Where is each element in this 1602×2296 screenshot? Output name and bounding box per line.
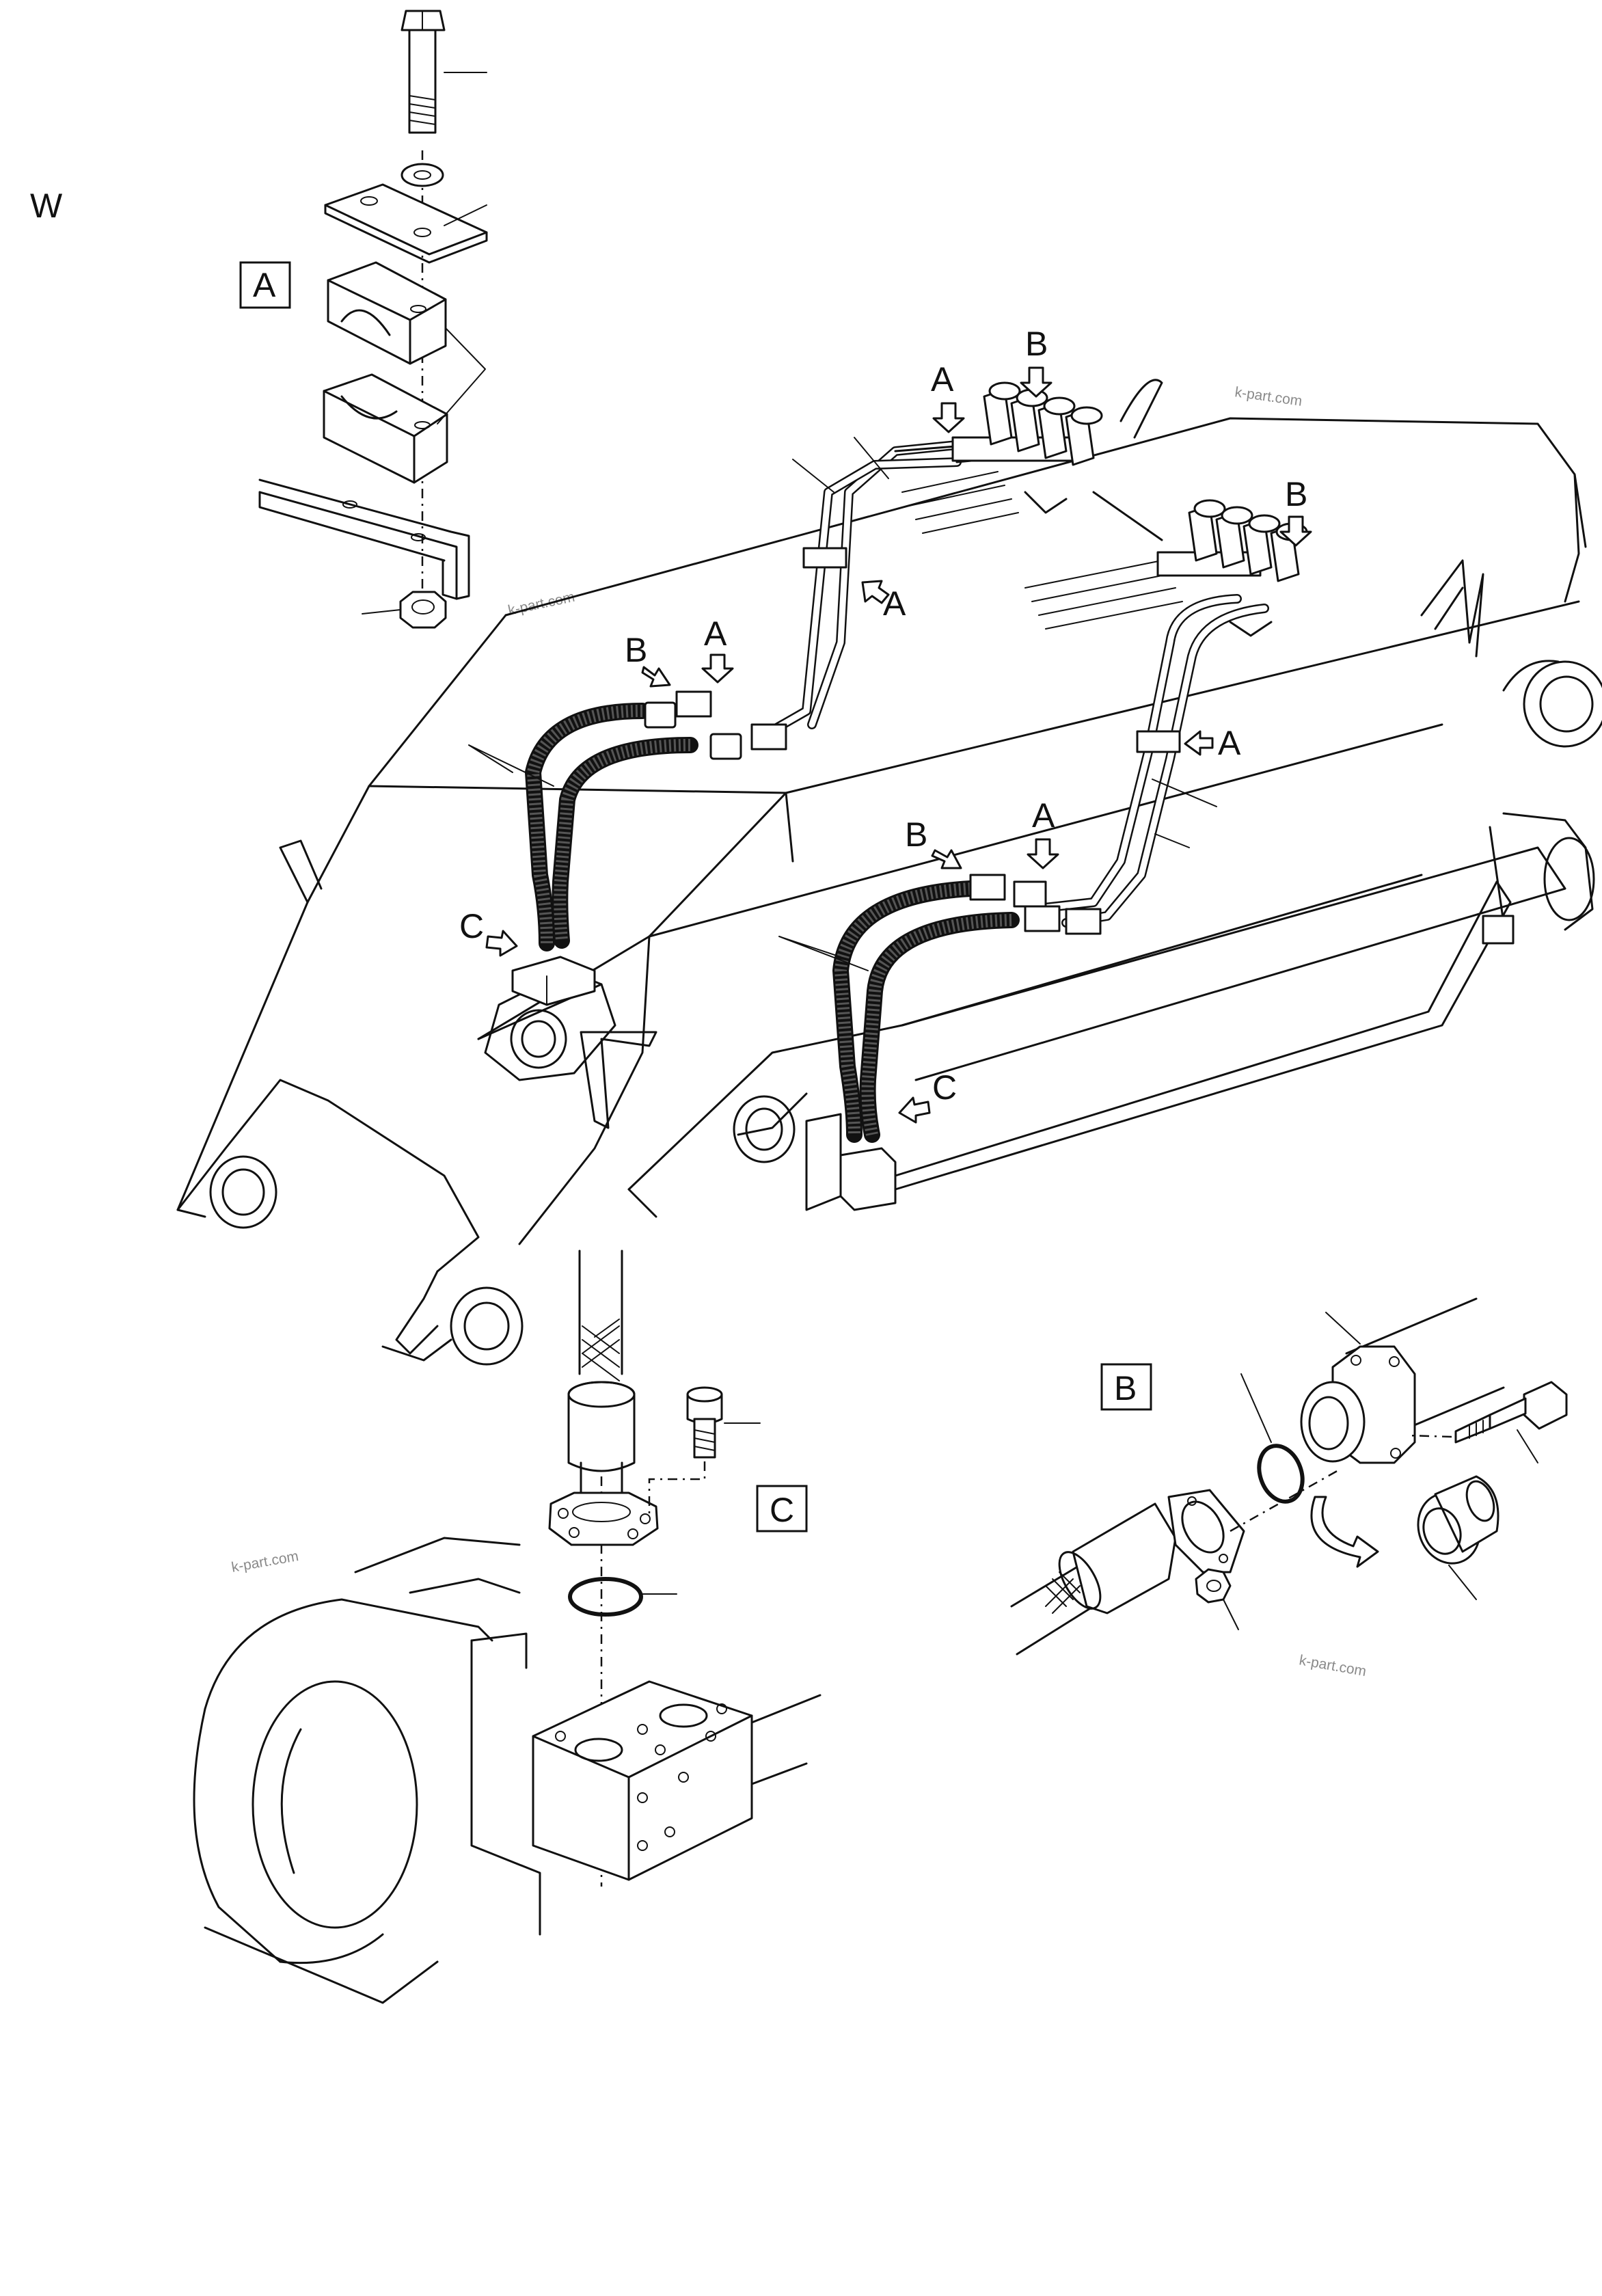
hose-fitting <box>709 733 742 760</box>
o-ring <box>1240 1373 1305 1504</box>
cylinder-head-with-valve-block <box>193 1537 822 2004</box>
hex-nut <box>1195 1568 1239 1630</box>
detail-b-box <box>1100 1363 1152 1411</box>
callout-b: B <box>625 631 671 688</box>
watermark: k-part.com <box>506 589 576 619</box>
callout-a: A <box>931 360 965 433</box>
svg-text:B: B <box>1025 325 1048 363</box>
socket-head-screw <box>648 1386 761 1517</box>
svg-text:B: B <box>905 815 927 854</box>
flange-clamp <box>1024 905 1061 932</box>
watermark: k-part.com <box>230 1548 300 1576</box>
rotation-arrow <box>1310 1496 1379 1568</box>
flange-clamp <box>1065 908 1102 935</box>
pipe-clamp <box>802 547 847 569</box>
left-hose-set <box>511 440 968 1006</box>
callout-a: A <box>861 580 906 623</box>
callout-a: A <box>1027 796 1059 869</box>
corner-label: W <box>30 187 63 225</box>
svg-text:A: A <box>931 360 954 399</box>
pipe-clamp <box>1482 915 1515 945</box>
hydraulic-cylinder <box>901 812 1595 1081</box>
hex-bolt <box>1407 1381 1568 1463</box>
flanged-hose <box>548 1250 659 1546</box>
clamp-upper-half <box>327 261 447 365</box>
flange-clamp <box>750 723 787 751</box>
detail-b-flange-connection: B <box>1010 1297 1568 1656</box>
detail-a-box <box>239 261 291 309</box>
detail-c-label: C <box>770 1491 794 1529</box>
cap-plug <box>1417 1475 1499 1600</box>
svg-text:B: B <box>1285 475 1307 513</box>
callout-a: A <box>701 614 734 684</box>
right-hose-set <box>805 594 1515 1211</box>
svg-text:A: A <box>883 584 906 623</box>
split-flange-adapter <box>1300 1297 1505 1464</box>
flanged-hose <box>1010 1468 1340 1656</box>
svg-text:C: C <box>459 907 484 945</box>
flange-clamp <box>969 874 1006 901</box>
callout-b: B <box>1279 475 1312 547</box>
lower-pin-boss <box>733 1095 796 1163</box>
hose-end-block <box>511 956 596 1006</box>
svg-text:B: B <box>625 631 647 669</box>
hex-nut <box>362 591 447 629</box>
flange-clamp <box>1013 880 1047 908</box>
detail-c-flange-connection: C <box>193 1250 822 2004</box>
callout-b: B <box>905 815 962 869</box>
callout-c: C <box>898 1068 957 1124</box>
svg-text:C: C <box>932 1068 957 1107</box>
svg-text:A: A <box>1218 724 1241 762</box>
flange-clamp <box>675 690 712 718</box>
callout-b: B <box>1020 325 1053 398</box>
callout-a: A <box>1184 724 1241 762</box>
boom-structure <box>176 379 1602 1366</box>
watermark: k-part.com <box>1234 384 1303 409</box>
cover-plate <box>324 183 488 264</box>
detail-a-label: A <box>253 266 276 304</box>
boom-foot-lug <box>176 1079 524 1366</box>
clamp-lower-half <box>323 373 448 484</box>
pipe-clamp <box>1136 730 1181 753</box>
hex-bolt <box>400 10 487 134</box>
detail-b-label: B <box>1114 1369 1137 1407</box>
callout-c: C <box>459 907 518 957</box>
detail-a-clamp-assembly: A <box>239 10 488 629</box>
svg-text:A: A <box>704 614 727 653</box>
right-fitting-row <box>1024 491 1308 637</box>
detail-c-box <box>756 1485 808 1532</box>
o-ring <box>568 1577 677 1617</box>
mounting-bracket <box>258 478 470 600</box>
upper-fitting-row <box>894 381 1103 534</box>
hose-fitting <box>644 701 677 729</box>
lock-washer <box>400 163 444 187</box>
hose-end-block <box>805 1113 897 1211</box>
svg-text:A: A <box>1032 796 1055 835</box>
boom-pin-boss <box>1502 660 1602 748</box>
watermark: k-part.com <box>1298 1652 1368 1679</box>
